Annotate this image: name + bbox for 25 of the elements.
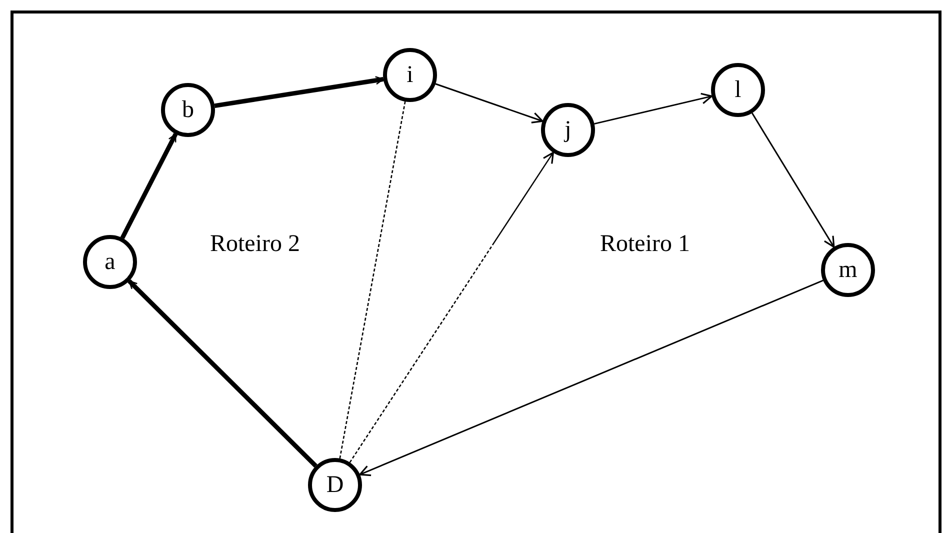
route-label: Roteiro 1: [600, 231, 690, 258]
node-circle: [711, 63, 765, 117]
node-circle: [383, 48, 437, 102]
node-label: b: [182, 98, 194, 122]
node-circle: [83, 235, 137, 289]
node-label: D: [326, 473, 344, 497]
node-label: a: [104, 250, 116, 274]
node-label: l: [734, 78, 742, 102]
node-label: m: [838, 258, 858, 282]
arrow: [128, 279, 318, 468]
node-label: i: [406, 63, 414, 87]
node-label: j: [564, 118, 572, 142]
node-circle: [308, 458, 362, 512]
node-circle: [161, 83, 215, 137]
node-circle: [821, 243, 875, 297]
route-label: Roteiro 2: [210, 231, 300, 258]
arrow: [359, 280, 824, 476]
arrow: [594, 92, 713, 125]
arrow: [435, 83, 544, 124]
arrow: [120, 133, 178, 239]
arrow: [751, 112, 835, 248]
node-circle: [541, 103, 595, 157]
arrow: [214, 76, 384, 108]
arrow: [349, 152, 554, 463]
connector-line: [339, 101, 406, 459]
